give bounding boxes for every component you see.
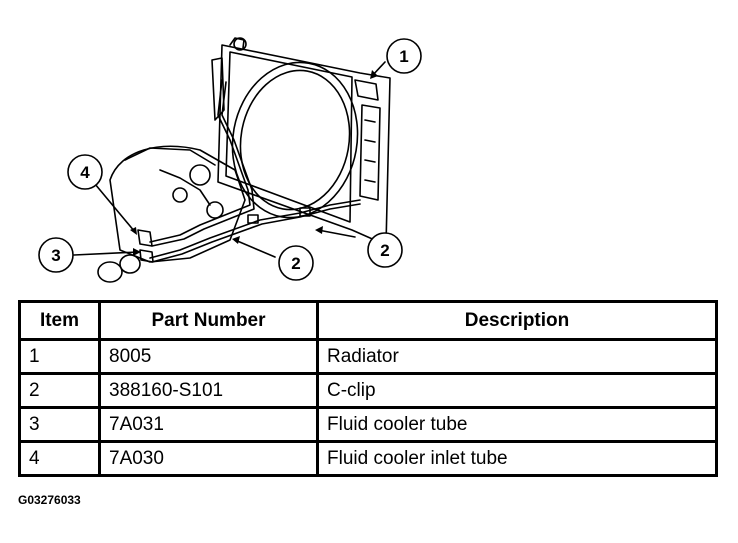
radiator-cooler-tube-illustration: 1 2 2 3 4 — [38, 37, 422, 283]
cell-part-number: 8005 — [98, 338, 319, 375]
table-row: 1 8005 Radiator — [18, 338, 718, 375]
cell-description: Fluid cooler tube — [316, 406, 718, 443]
cooler-tubes-drawing — [149, 79, 361, 263]
cell-description: C-clip — [316, 372, 718, 409]
callout-2b-label: 2 — [291, 254, 300, 273]
callout-4: 4 — [67, 154, 103, 190]
cell-description: Fluid cooler inlet tube — [316, 440, 718, 477]
header-part-number: Part Number — [98, 300, 319, 341]
transmission-drawing — [97, 145, 246, 283]
table-row: 4 7A030 Fluid cooler inlet tube — [18, 440, 718, 477]
cell-item: 2 — [18, 372, 101, 409]
cell-part-number: 7A030 — [98, 440, 319, 477]
header-description: Description — [316, 300, 718, 341]
cell-description: Radiator — [316, 338, 718, 375]
callout-2-radiator: 2 — [367, 232, 403, 268]
radiator-drawing — [211, 37, 391, 246]
callout-1-label: 1 — [399, 47, 408, 66]
cell-item: 3 — [18, 406, 101, 443]
parts-table: Item Part Number Description 1 8005 Radi… — [18, 300, 718, 477]
table-row: 2 388160-S101 C-clip — [18, 372, 718, 409]
cell-part-number: 388160-S101 — [98, 372, 319, 409]
callout-3-label: 3 — [51, 246, 60, 265]
callout-2a-label: 2 — [380, 241, 389, 260]
leader-arrowheads — [130, 70, 378, 256]
cell-item: 1 — [18, 338, 101, 375]
leader-lines — [73, 61, 386, 258]
callout-4-label: 4 — [80, 163, 90, 182]
table-row: 3 7A031 Fluid cooler tube — [18, 406, 718, 443]
callout-1: 1 — [386, 38, 422, 74]
cell-part-number: 7A031 — [98, 406, 319, 443]
callout-3: 3 — [38, 237, 74, 273]
cell-item: 4 — [18, 440, 101, 477]
header-item: Item — [18, 300, 101, 341]
callout-2-transmission: 2 — [278, 245, 314, 281]
table-header-row: Item Part Number Description — [18, 300, 718, 341]
figure-id: G03276033 — [18, 493, 81, 507]
